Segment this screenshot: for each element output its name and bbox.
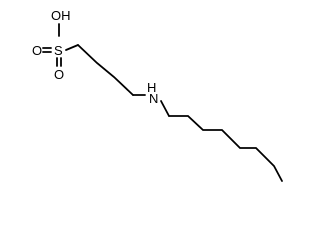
butyl-chain-bonds bbox=[77, 44, 146, 96]
butyl-chain bbox=[77, 44, 134, 96]
atom-labels: OH O S O H N bbox=[32, 8, 158, 106]
amine-n-label: N bbox=[149, 91, 158, 106]
octyl-chain bbox=[168, 115, 283, 182]
structure-diagram: OH O S O H N bbox=[32, 8, 283, 182]
amine-h-label: H bbox=[147, 80, 156, 95]
oxygen-top-label: O bbox=[32, 43, 42, 58]
hydroxyl-label: OH bbox=[51, 8, 71, 23]
oxygen-bottom-label: O bbox=[54, 67, 64, 82]
bond-n-c1 bbox=[160, 100, 170, 117]
bond-s-c1 bbox=[65, 44, 79, 51]
sulfonic-acid-bonds bbox=[42, 23, 79, 67]
octyl-chain-bonds bbox=[160, 100, 283, 182]
sulfur-label: S bbox=[54, 43, 63, 58]
